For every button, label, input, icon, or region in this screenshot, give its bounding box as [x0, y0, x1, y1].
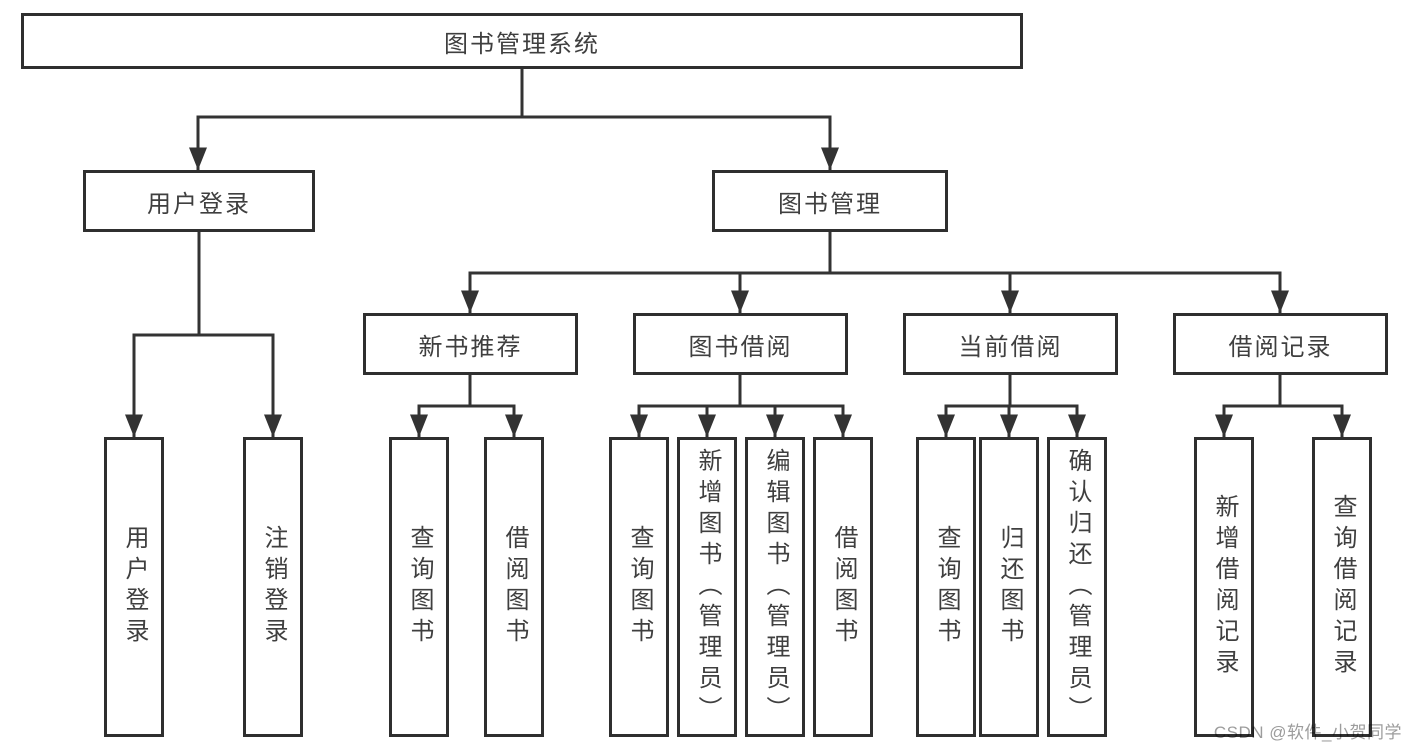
node-label: 借阅图书	[501, 525, 528, 649]
node-label: 查询图书	[933, 525, 960, 649]
node-user-login: 用户登录	[83, 170, 315, 232]
node-label: 查询借阅记录	[1329, 494, 1356, 680]
leaf-return-books: 归还图书	[979, 437, 1039, 737]
node-label: 确认归还（管理员）	[1064, 447, 1091, 727]
connector-skeleton	[132, 67, 1344, 408]
node-label: 注销登录	[260, 525, 287, 649]
node-borrowing-records: 借阅记录	[1173, 313, 1388, 375]
node-label: 查询图书	[626, 525, 653, 649]
node-label: 用户登录	[121, 525, 148, 649]
node-label: 借阅记录	[1228, 333, 1333, 361]
node-label: 用户登录	[147, 190, 251, 218]
node-library-management-system: 图书管理系统	[21, 13, 1023, 69]
leaf-query-borrowing-record: 查询借阅记录	[1312, 437, 1372, 737]
leaf-borrow-books: 借阅图书	[813, 437, 873, 737]
node-book-management: 图书管理	[712, 170, 948, 232]
leaf-query-books-current: 查询图书	[916, 437, 976, 737]
leaf-query-books-recommend: 查询图书	[389, 437, 449, 737]
node-label: 归还图书	[996, 525, 1023, 649]
node-new-book-recommendation: 新书推荐	[363, 313, 578, 375]
node-label: 图书管理	[778, 190, 882, 218]
node-current-borrowing: 当前借阅	[903, 313, 1118, 375]
node-label: 当前借阅	[958, 333, 1063, 361]
node-label: 新增借阅记录	[1211, 494, 1238, 680]
leaf-borrow-books-recommend: 借阅图书	[484, 437, 544, 737]
node-label: 编辑图书（管理员）	[762, 447, 789, 727]
leaf-confirm-return-admin: 确认归还（管理员）	[1047, 437, 1107, 737]
node-book-borrowing: 图书借阅	[633, 313, 848, 375]
node-label: 查询图书	[406, 525, 433, 649]
node-label: 借阅图书	[830, 525, 857, 649]
leaf-query-books-borrowing: 查询图书	[609, 437, 669, 737]
leaf-user-login: 用户登录	[104, 437, 164, 737]
node-label: 图书管理系统	[444, 30, 600, 58]
node-label: 图书借阅	[688, 333, 793, 361]
csdn-watermark: CSDN @软件_小贺同学	[1213, 723, 1402, 742]
leaf-add-borrowing-record: 新增借阅记录	[1194, 437, 1254, 737]
arrowheads	[125, 117, 1351, 437]
leaf-edit-books-admin: 编辑图书（管理员）	[745, 437, 805, 737]
node-label: 新增图书（管理员）	[694, 447, 721, 727]
node-label: 新书推荐	[418, 333, 523, 361]
leaf-add-books-admin: 新增图书（管理员）	[677, 437, 737, 737]
leaf-logout: 注销登录	[243, 437, 303, 737]
